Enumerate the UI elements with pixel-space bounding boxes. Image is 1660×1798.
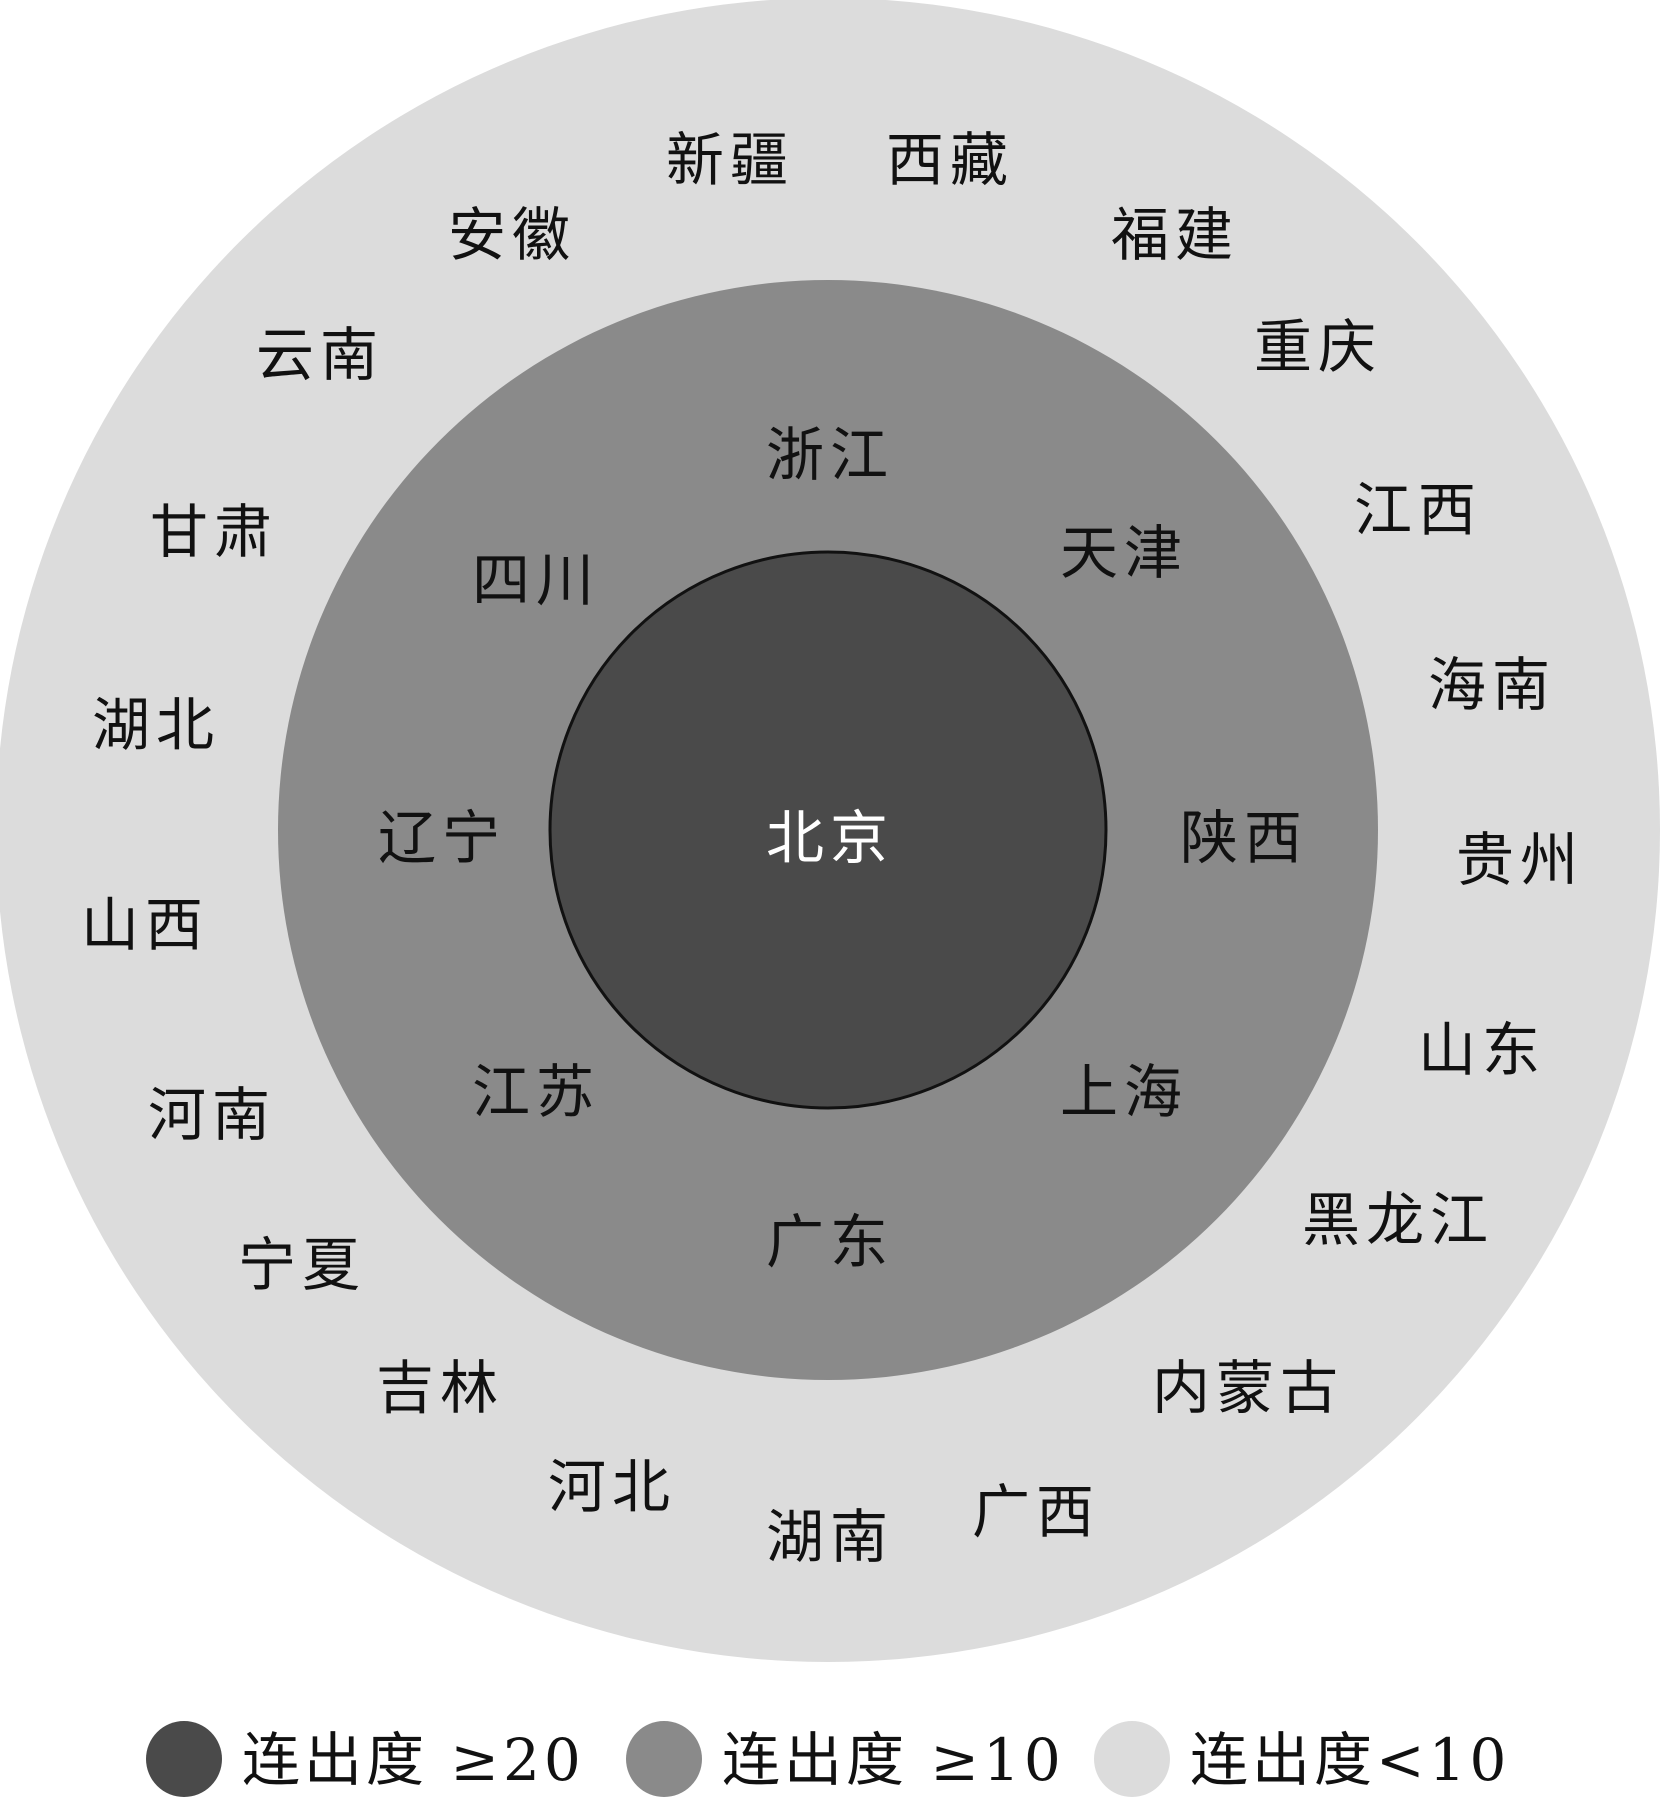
province-label-outer: 宁夏 — [238, 1231, 366, 1299]
legend-label: 连出度 ≥20 — [242, 1726, 585, 1794]
province-label-outer: 湖南 — [766, 1503, 894, 1571]
province-label-outer: 安徽 — [448, 201, 576, 269]
province-label-outer: 贵州 — [1456, 826, 1584, 894]
legend-label: 连出度<10 — [1190, 1726, 1510, 1794]
legend-label: 连出度 ≥10 — [722, 1726, 1065, 1794]
province-label-outer: 甘肃 — [150, 498, 278, 566]
province-label-outer: 西藏 — [886, 126, 1014, 194]
core-ring — [548, 550, 1108, 1110]
province-label-core: 北京 — [766, 804, 894, 872]
province-label-mid: 广东 — [766, 1208, 894, 1276]
province-label-outer: 河南 — [148, 1081, 276, 1149]
province-label-outer: 山东 — [1418, 1016, 1546, 1084]
province-label-outer: 河北 — [548, 1453, 676, 1521]
province-label-outer: 黑龙江 — [1302, 1186, 1494, 1254]
province-label-outer: 广西 — [972, 1478, 1100, 1546]
province-label-outer: 重庆 — [1254, 313, 1382, 381]
province-label-outer: 新疆 — [666, 126, 794, 194]
province-label-outer: 湖北 — [92, 691, 220, 759]
legend-item: 连出度<10 — [1094, 1721, 1510, 1797]
legend-swatch — [626, 1721, 702, 1797]
province-label-outer: 内蒙古 — [1152, 1354, 1344, 1422]
province-label-outer: 江西 — [1354, 476, 1482, 544]
legend-swatch — [1094, 1721, 1170, 1797]
province-label-mid: 天津 — [1060, 519, 1188, 587]
province-label-outer: 吉林 — [376, 1354, 504, 1422]
province-label-mid: 四川 — [472, 546, 600, 614]
legend-item: 连出度 ≥20 — [146, 1721, 585, 1797]
province-label-outer: 海南 — [1428, 651, 1556, 719]
legend-item: 连出度 ≥10 — [626, 1721, 1065, 1797]
legend: 连出度 ≥20 连出度 ≥10 连出度<10 — [146, 1721, 1510, 1797]
legend-swatch — [146, 1721, 222, 1797]
province-label-mid: 上海 — [1060, 1058, 1188, 1126]
province-label-outer: 山西 — [81, 891, 209, 959]
province-label-outer: 福建 — [1111, 201, 1239, 269]
province-label-mid: 辽宁 — [378, 804, 506, 872]
province-label-mid: 陕西 — [1180, 804, 1308, 872]
province-label-outer: 云南 — [256, 321, 384, 389]
province-label-mid: 江苏 — [472, 1058, 600, 1126]
province-label-mid: 浙江 — [766, 421, 894, 489]
